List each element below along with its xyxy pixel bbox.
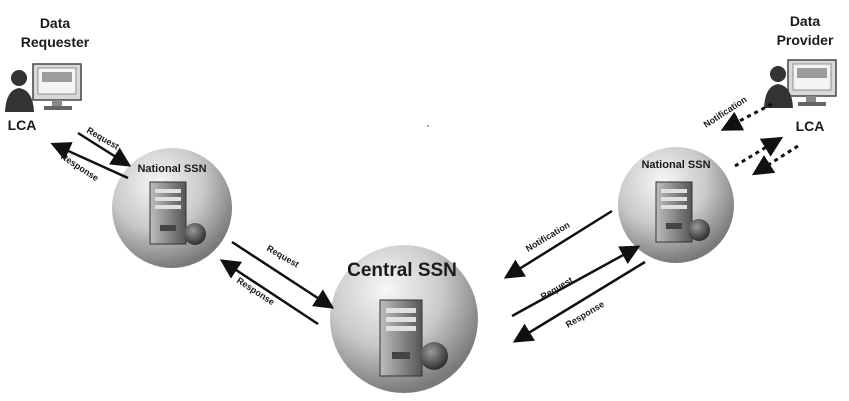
globe-icon [688, 219, 710, 241]
provider-title-line2: Provider [777, 32, 834, 48]
requester-title-line1: Data [40, 15, 71, 31]
flow-label-notification: Notification [524, 220, 572, 254]
flow-label-request: Request [539, 275, 575, 302]
requester-title-line2: Requester [21, 34, 90, 50]
requester-block: Data Requester LCA [5, 15, 90, 133]
national-central-flows [219, 240, 335, 326]
provider-lca: LCA [796, 118, 825, 134]
globe-icon [184, 223, 206, 245]
person-computer-icon [5, 63, 82, 112]
arrow-icon [503, 209, 613, 279]
globe-icon [420, 342, 448, 370]
flow-label-request: Request [265, 243, 301, 269]
server-icon [149, 181, 187, 245]
server-icon [655, 181, 693, 243]
arrow-icon [734, 136, 784, 168]
central-ssn-node: Central SSN [330, 245, 478, 393]
arrow-icon [219, 259, 319, 326]
right-national-ssn-label: National SSN [641, 159, 710, 171]
arrow-icon [231, 240, 335, 309]
arrow-icon [720, 102, 773, 131]
provider-block: Data Provider LCA [764, 13, 837, 134]
arrow-icon [512, 260, 646, 343]
requester-lca: LCA [8, 117, 37, 133]
central-right-flows [503, 209, 646, 343]
provider-title-line1: Data [790, 13, 821, 29]
provider-national-flows [720, 102, 799, 176]
arrow-icon [77, 131, 132, 167]
arrow-icon [751, 144, 799, 176]
right-national-ssn-node: National SSN [618, 147, 734, 263]
person-computer-icon [764, 59, 837, 108]
server-icon [379, 299, 423, 377]
arrow-icon [50, 142, 129, 180]
left-national-ssn-label: National SSN [137, 163, 206, 175]
flow-label-notification: Notification [702, 94, 749, 129]
left-national-ssn-node: National SSN [112, 148, 232, 268]
arrow-icon [511, 245, 641, 318]
scan-dot [427, 125, 429, 127]
requester-national-flows [50, 131, 132, 180]
central-ssn-label: Central SSN [347, 260, 457, 281]
flow-label-response: Response [564, 299, 606, 330]
